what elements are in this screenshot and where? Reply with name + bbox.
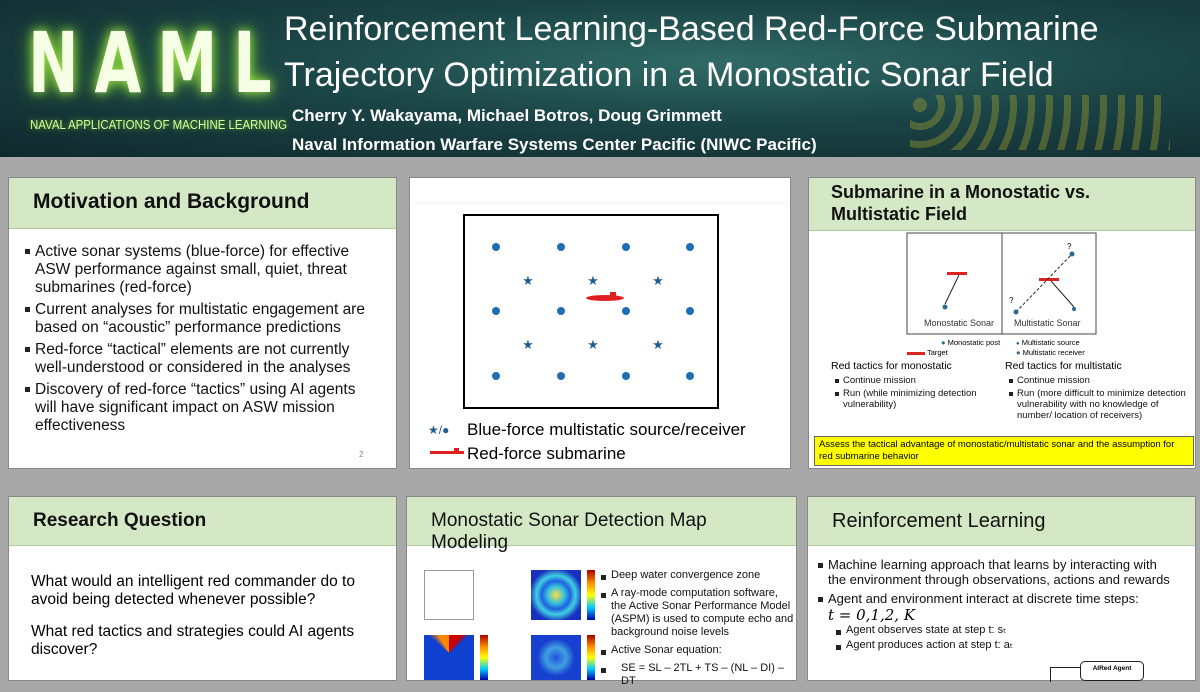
receiver-dot bbox=[557, 243, 565, 251]
receiver-dot bbox=[492, 307, 500, 315]
question: What would an intelligent red commander … bbox=[31, 573, 355, 608]
sub-bullets: Agent observes state at step t: sₜ Agent… bbox=[808, 624, 1195, 652]
colorbar bbox=[587, 570, 595, 620]
reverb-level-plot bbox=[531, 635, 581, 680]
sonar-field-diagram: ★ ★ ★ ★ ★ ★ ★/● Blue-force multistatic source… bbox=[415, 202, 787, 463]
research-panel: Research Question What would an intellig… bbox=[8, 496, 397, 681]
agent-box: AIRed Agent bbox=[1080, 661, 1144, 681]
panel-title: Research Question bbox=[9, 497, 396, 546]
panel-title: Motivation and Background bbox=[9, 178, 396, 229]
source-star-icon: ★ bbox=[522, 337, 534, 352]
receiver-dot bbox=[686, 372, 694, 380]
mono-tactics: Red tactics for monostatic Continue miss… bbox=[831, 360, 1003, 412]
poster-title: Reinforcement Learning-Based Red-Force S… bbox=[284, 6, 1099, 98]
naml-logo: NAML bbox=[28, 14, 288, 112]
panel-title: Submarine in a Monostatic vs. Multistati… bbox=[809, 178, 1195, 231]
equation: SE = SL – 2TL + TS – (NL – DI) – DT bbox=[601, 662, 796, 688]
legend-monostatic-post: ● Monostatic post bbox=[941, 338, 1001, 347]
bullet: Machine learning approach that learns by… bbox=[818, 557, 1175, 587]
title-line: Reinforcement Learning-Based Red-Force S… bbox=[284, 10, 1099, 48]
receiver-dot bbox=[622, 307, 630, 315]
bullet: Deep water convergence zone bbox=[601, 569, 796, 582]
receiver-dot bbox=[686, 307, 694, 315]
organization: Naval Information Warfare Systems Center… bbox=[292, 135, 817, 154]
legend-red: Red-force submarine bbox=[467, 444, 626, 463]
panel-title: Reinforcement Learning bbox=[808, 497, 1195, 546]
multi-heading: Red tactics for multistatic bbox=[1005, 360, 1122, 372]
bullet: Agent produces action at step t: aₜ bbox=[836, 639, 1175, 652]
legend-multistatic-source: ● Multistatic source bbox=[1016, 338, 1080, 347]
legend-target: Target bbox=[907, 348, 948, 357]
bullet: Continue mission bbox=[1009, 375, 1195, 386]
modeling-panel: Monostatic Sonar Detection Map Modeling … bbox=[406, 496, 797, 687]
question: What red tactics and strategies could AI… bbox=[31, 623, 355, 658]
unknown-mark: ? bbox=[1067, 242, 1072, 251]
bullet-list: Machine learning approach that learns by… bbox=[808, 557, 1195, 606]
bullet: Agent observes state at step t: sₜ bbox=[836, 624, 1175, 637]
logo-subtitle: NAVAL APPLICATIONS OF MACHINE LEARNING bbox=[30, 117, 288, 132]
bullet: Run (while minimizing detection vulnerab… bbox=[835, 388, 1003, 410]
field-figure-panel: ★ ★ ★ ★ ★ ★ ★/● Blue-force multistatic source… bbox=[409, 177, 791, 469]
rl-panel: Reinforcement Learning Machine learning … bbox=[807, 496, 1196, 682]
motivation-panel: Motivation and Background Active sonar s… bbox=[8, 177, 397, 469]
noise-level-plot bbox=[424, 635, 474, 680]
mono-heading: Red tactics for monostatic bbox=[831, 360, 952, 372]
time-steps: t = 0,1,2, K bbox=[828, 606, 916, 624]
receiver-dot bbox=[686, 243, 694, 251]
mono-multi-panel: Submarine in a Monostatic vs. Multistati… bbox=[808, 177, 1196, 469]
panel-title: Monostatic Sonar Detection Map Modeling bbox=[407, 497, 796, 553]
red-submarine-legend-icon bbox=[430, 448, 464, 454]
receiver-dot bbox=[557, 307, 565, 315]
page-number: 2 bbox=[359, 450, 364, 459]
red-submarine-icon bbox=[586, 292, 624, 301]
receiver-dot bbox=[622, 243, 630, 251]
mono-multi-diagram: ?? Monostatic Sonar Multistatic Sonar bbox=[906, 232, 1097, 335]
star-dot-legend-icon: ★/● bbox=[428, 423, 449, 437]
field-boundary bbox=[463, 214, 719, 409]
callout-box: Assess the tactical advantage of monosta… bbox=[814, 436, 1194, 466]
bullet: Current analyses for multistatic engagem… bbox=[25, 301, 376, 337]
receiver-dot bbox=[492, 372, 500, 380]
receiver-dot bbox=[557, 372, 565, 380]
multi-label: Multistatic Sonar bbox=[1014, 318, 1081, 328]
title-line: Trajectory Optimization in a Monostatic … bbox=[284, 56, 1054, 94]
source-star-icon: ★ bbox=[587, 337, 599, 352]
source-star-icon: ★ bbox=[587, 273, 599, 288]
poster-header: NAML NAVAL APPLICATIONS OF MACHINE LEARN… bbox=[0, 0, 1200, 157]
authors: Cherry Y. Wakayama, Michael Botros, Doug… bbox=[292, 106, 722, 125]
colorbar bbox=[480, 635, 488, 680]
source-star-icon: ★ bbox=[652, 273, 664, 288]
bullet: Agent and environment interact at discre… bbox=[818, 591, 1175, 606]
legend-thumbnail bbox=[424, 570, 474, 620]
bullet: Red-force “tactical” elements are not cu… bbox=[25, 341, 376, 377]
mono-label: Monostatic Sonar bbox=[924, 318, 994, 328]
multi-tactics: Red tactics for multistatic Continue mis… bbox=[1005, 360, 1195, 423]
colorbar bbox=[587, 635, 595, 680]
hexagon-decoration bbox=[910, 95, 1170, 150]
bullet-list: Deep water convergence zone A ray-mode c… bbox=[601, 569, 796, 692]
echo-level-plot bbox=[531, 570, 581, 620]
source-star-icon: ★ bbox=[522, 273, 534, 288]
unknown-mark: ? bbox=[1009, 296, 1014, 305]
research-questions: What would an intelligent red commander … bbox=[9, 546, 396, 659]
bullet: A ray-mode computation software, the Act… bbox=[601, 587, 796, 639]
receiver-dot bbox=[622, 372, 630, 380]
bullet-list: Active sonar systems (blue-force) for ef… bbox=[9, 243, 396, 435]
bullet: Active Sonar equation: bbox=[601, 644, 796, 657]
source-star-icon: ★ bbox=[652, 337, 664, 352]
legend-receiver: ● Multistatic receiver bbox=[1016, 348, 1085, 357]
legend-blue: Blue-force multistatic source/receiver bbox=[467, 420, 746, 439]
bullet: Discovery of red-force “tactics” using A… bbox=[25, 381, 376, 435]
bullet: Run (more difficult to minimize detectio… bbox=[1009, 388, 1195, 421]
receiver-dot bbox=[492, 243, 500, 251]
bullet: Continue mission bbox=[835, 375, 1003, 386]
bullet: Active sonar systems (blue-force) for ef… bbox=[25, 243, 376, 297]
